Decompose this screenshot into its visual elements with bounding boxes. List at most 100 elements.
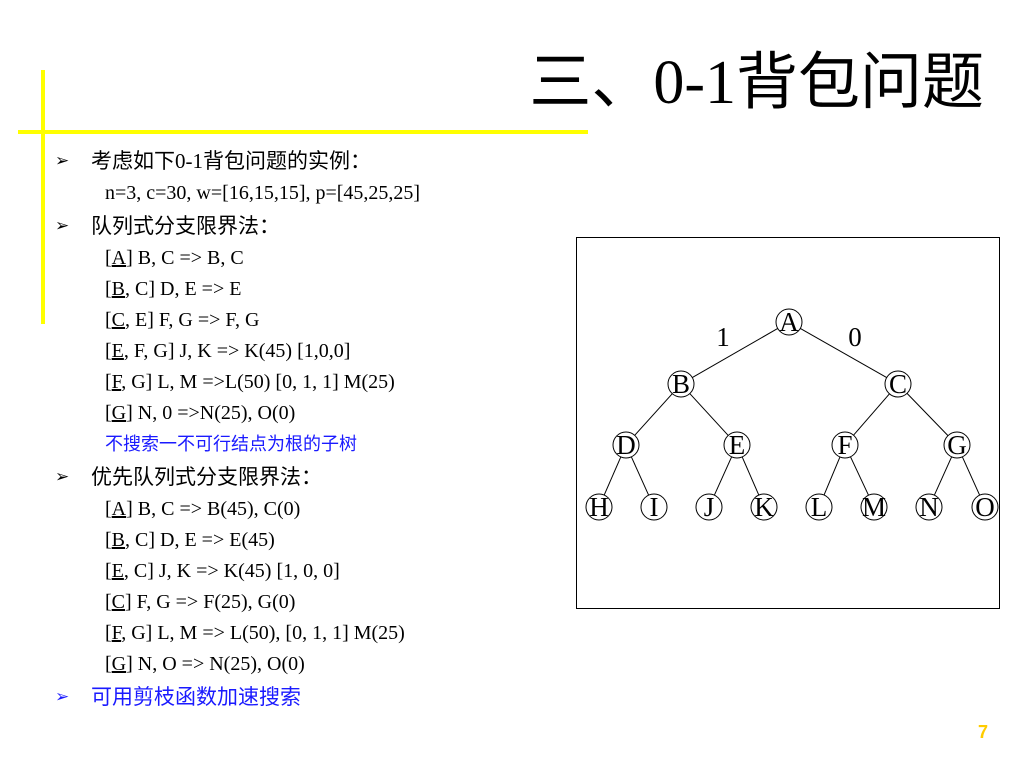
- tree-node-label: M: [862, 492, 886, 522]
- bullet-text: 队列式分支限界法：: [91, 214, 280, 238]
- step-line: [B, C] D, E => E(45): [55, 525, 575, 556]
- step-result: ] B, C => B, C: [126, 247, 244, 269]
- tree-node-circle: [915, 493, 943, 521]
- tree-edge: [689, 393, 729, 436]
- step-line: [B, C] D, E => E: [55, 274, 575, 305]
- tree-node-circle: [667, 370, 695, 398]
- tree-node-circle: [884, 370, 912, 398]
- tree-node-label: D: [616, 430, 636, 460]
- tree-edge: [961, 456, 981, 496]
- bracket: [: [105, 247, 112, 269]
- tree-edge-label: 0: [848, 322, 862, 352]
- bullet-pruning: ➢ 可用剪枝函数加速搜索: [55, 680, 575, 714]
- step-line: [C, E] F, G => F, G: [55, 305, 575, 336]
- tree-node-circle: [805, 493, 833, 521]
- tree-node: F: [831, 430, 859, 460]
- bullet-text-prefix: 考虑如下: [91, 149, 175, 173]
- tree-edge: [713, 456, 733, 496]
- step-result: ] N, O => N(25), O(0): [126, 653, 305, 675]
- bracket: [: [105, 498, 112, 520]
- tree-node-label: J: [704, 492, 715, 522]
- step-result: ] L, M =>L(50) [0, 1, 1] M(25): [145, 371, 395, 393]
- fifo-note: 不搜索一不可行结点为根的子树: [105, 434, 357, 455]
- bullet-priority: ➢ 优先队列式分支限界法：: [55, 460, 575, 494]
- tree-node-circle: [612, 431, 640, 459]
- step-node: G: [111, 653, 127, 675]
- tree-node-circle: [640, 493, 668, 521]
- tree-node-circle: [723, 431, 751, 459]
- title-suffix: 背包问题: [735, 45, 984, 118]
- step-queue-rest: , F, G: [123, 340, 168, 362]
- tree-node-label: K: [754, 492, 774, 522]
- tree-edge: [933, 456, 953, 496]
- step-node: A: [111, 247, 127, 269]
- tree-node-label: F: [837, 430, 852, 460]
- tree-edge: [823, 456, 841, 496]
- step-line: [A] B, C => B(45), C(0): [55, 494, 575, 525]
- arrow-bullet-icon: ➢: [55, 216, 70, 236]
- tree-node: O: [971, 492, 999, 522]
- tree-node: N: [915, 492, 943, 522]
- step-node: E: [111, 340, 124, 362]
- arrow-bullet-icon: ➢: [55, 151, 70, 171]
- arrow-bullet-icon: ➢: [55, 687, 70, 707]
- step-node: E: [111, 560, 124, 582]
- title-number: 0-1: [653, 49, 736, 117]
- slide-title: 三、0-1背包问题: [529, 40, 984, 125]
- step-result: ] D, E => E: [148, 278, 242, 300]
- step-queue-rest: , G: [121, 371, 146, 393]
- arrow-bullet-icon: ➢: [55, 467, 70, 487]
- tree-edge: [800, 327, 887, 379]
- title-prefix: 三、: [529, 45, 654, 118]
- tree-node-circle: [831, 431, 859, 459]
- step-node: F: [111, 371, 122, 393]
- bracket: [: [105, 340, 112, 362]
- bullet-text: 可用剪枝函数加速搜索: [91, 685, 301, 709]
- step-node: A: [111, 498, 127, 520]
- tree-edge: [906, 392, 949, 437]
- step-result: ] N, 0 =>N(25), O(0): [126, 402, 296, 424]
- tree-edge: [630, 456, 650, 496]
- step-line: [C] F, G => F(25), G(0): [55, 587, 575, 618]
- step-line: [E, C] J, K => K(45) [1, 0, 0]: [55, 556, 575, 587]
- tree-edge: [853, 393, 890, 436]
- accent-vertical-bar: [41, 70, 45, 324]
- bullet-instance: ➢ 考虑如下0-1背包问题的实例：: [55, 144, 575, 178]
- step-line: [E, F, G] J, K => K(45) [1,0,0]: [55, 336, 575, 367]
- bullet-text: 优先队列式分支限界法：: [91, 465, 322, 489]
- tree-node: D: [612, 430, 640, 460]
- tree-node: E: [723, 430, 751, 460]
- step-line: [A] B, C => B, C: [55, 243, 575, 274]
- bracket: [: [105, 591, 112, 613]
- step-line: [F, G] L, M => L(50), [0, 1, 1] M(25): [55, 618, 575, 649]
- tree-node-label: A: [779, 307, 799, 337]
- tree-node-label: L: [811, 492, 828, 522]
- bracket: [: [105, 653, 112, 675]
- step-result: ] L, M => L(50), [0, 1, 1] M(25): [145, 622, 405, 644]
- tree-node: B: [667, 369, 695, 399]
- step-queue-rest: , E: [125, 309, 148, 331]
- tree-node-label: E: [729, 430, 746, 460]
- step-node: B: [111, 278, 126, 300]
- step-result: ] F, G => F, G: [147, 309, 260, 331]
- tree-node-circle: [860, 493, 888, 521]
- bracket: [: [105, 309, 112, 331]
- tree-node-label: G: [947, 430, 967, 460]
- step-result: ] F, G => F(25), G(0): [125, 591, 296, 613]
- step-node: C: [111, 591, 126, 613]
- tree-node-circle: [695, 493, 723, 521]
- tree-node-label: O: [975, 492, 995, 522]
- instance-line: n=3, c=30, w=[16,15,15], p=[45,25,25]: [105, 182, 421, 204]
- step-result: ] D, E => E(45): [148, 529, 275, 551]
- slide-content: ➢ 考虑如下0-1背包问题的实例： n=3, c=30, w=[16,15,15…: [55, 144, 575, 714]
- tree-node-label: C: [889, 369, 907, 399]
- step-node: B: [111, 529, 126, 551]
- tree-node-circle: [750, 493, 778, 521]
- step-line: [F, G] L, M =>L(50) [0, 1, 1] M(25): [55, 367, 575, 398]
- bracket: [: [105, 402, 112, 424]
- fifo-steps-list: [A] B, C => B, C[B, C] D, E => E[C, E] F…: [55, 243, 575, 429]
- page-number: 7: [977, 722, 988, 742]
- bracket: [: [105, 278, 112, 300]
- accent-horizontal-bar: [18, 130, 588, 134]
